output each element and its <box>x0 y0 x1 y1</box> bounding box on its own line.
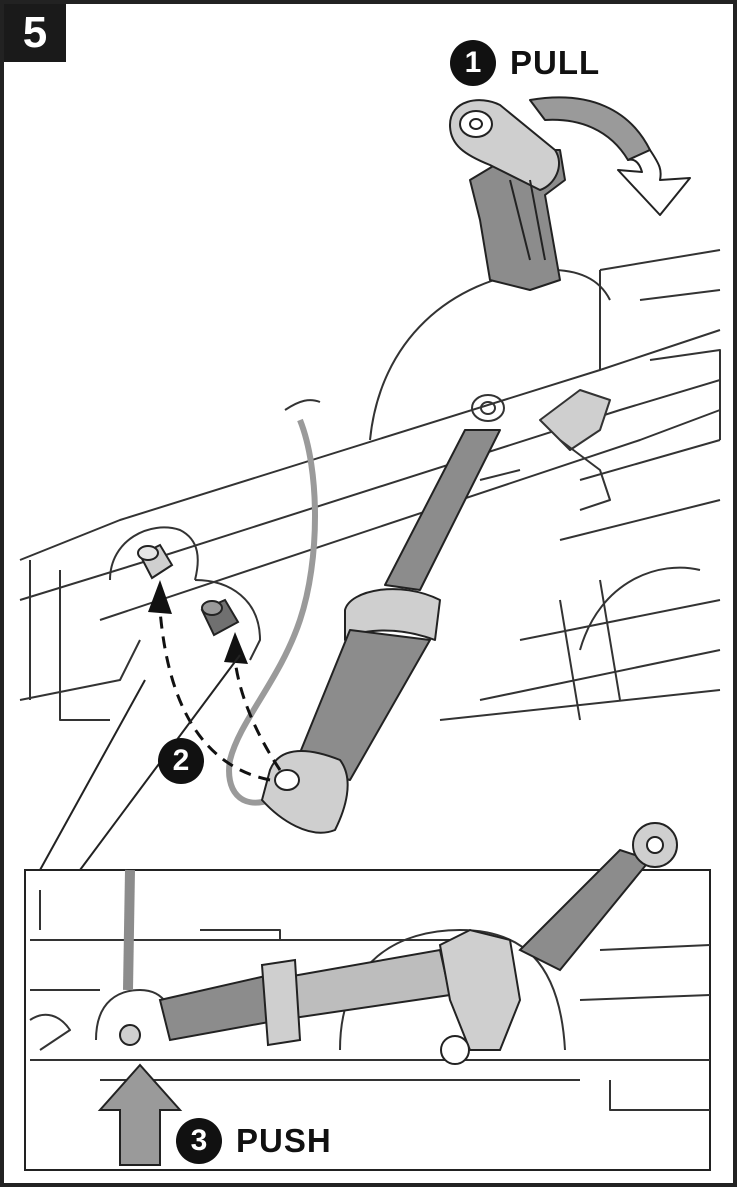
arrow-heads <box>148 580 248 664</box>
inset-view <box>24 822 711 1171</box>
callout-number-2: 2 <box>158 738 204 784</box>
insert-arrows <box>158 609 282 782</box>
push-label: PUSH <box>236 1122 332 1159</box>
pull-lever <box>449 99 566 291</box>
callout-number-1: 1 <box>450 40 496 86</box>
callout-push: 3 PUSH <box>176 1118 332 1164</box>
callout-number-3: 3 <box>176 1118 222 1164</box>
pull-arrow-icon <box>529 96 691 216</box>
push-arrow-icon <box>97 1063 183 1166</box>
mounting-pins <box>137 543 240 637</box>
callout-pull: 1 PULL <box>450 40 600 86</box>
inset-cable <box>123 869 135 991</box>
gas-strut <box>261 429 501 834</box>
step-number-badge: 5 <box>4 4 66 62</box>
callout-insert: 2 <box>158 738 204 784</box>
pull-label: PULL <box>510 44 601 81</box>
